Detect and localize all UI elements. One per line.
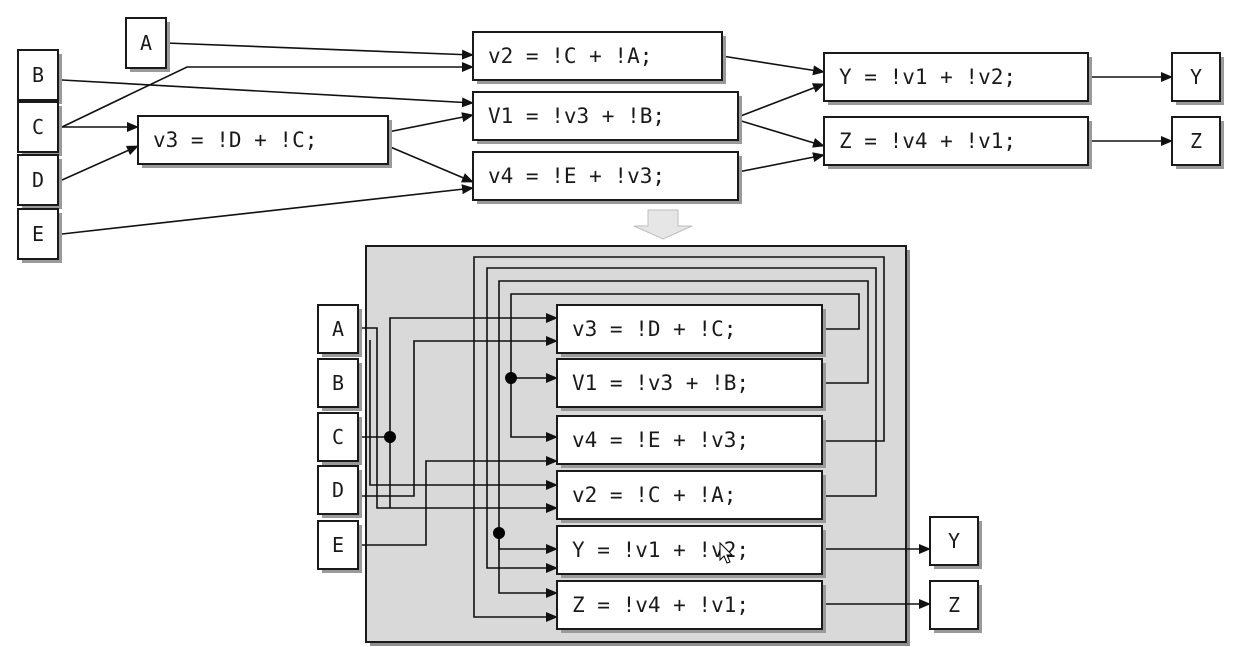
- bottom-output-z-label: Z: [948, 593, 960, 617]
- wire-e-v4: [61, 184, 474, 235]
- wire-v3-v1: [387, 112, 474, 133]
- top-z-label: Z = !v4 + !v1;: [839, 129, 1016, 153]
- bottom-v1-label: V1 = !v3 + !B;: [572, 371, 749, 395]
- top-input-d-label: D: [32, 168, 44, 192]
- top-v3-label: v3 = !D + !C;: [153, 128, 317, 152]
- top-node-v2: v2 = !C + !A;: [472, 31, 726, 84]
- wire-v4-z: [737, 152, 825, 173]
- top-node-z: Z = !v4 + !v1;: [823, 116, 1092, 169]
- bottom-v4-label: v4 = !E + !v3;: [572, 428, 749, 452]
- loop-v4-out: [473, 256, 885, 622]
- bottom-node-y: Y = !v1 + !v2;: [556, 525, 826, 578]
- top-node-v1: V1 = !v3 + !B;: [472, 91, 742, 144]
- wire-v2-y: [721, 55, 825, 76]
- bottom-input-a-label: A: [332, 317, 344, 341]
- top-v4-label: v4 = !E + !v3;: [488, 164, 665, 188]
- bottom-node-v4: v4 = !E + !v3;: [556, 415, 826, 468]
- bottom-wires: [358, 256, 931, 622]
- junction-dot: [493, 527, 505, 539]
- bottom-v3-label: v3 = !D + !C;: [572, 317, 736, 341]
- bottom-node-input-a: A: [317, 304, 362, 357]
- bottom-input-b-label: B: [332, 371, 344, 395]
- top-node-input-c: C: [17, 101, 62, 156]
- bottom-node-input-d: D: [317, 465, 362, 518]
- wire-c-v3: [358, 313, 558, 438]
- wire-d-v3: [358, 336, 558, 497]
- top-output-y-label: Y: [1190, 65, 1202, 89]
- top-node-v3: v3 = !D + !C;: [137, 115, 392, 168]
- wire-b-v1: [369, 340, 558, 490]
- loop-v2-out: [486, 267, 877, 573]
- bottom-node-v1: V1 = !v3 + !B;: [556, 358, 826, 411]
- bottom-node-v3: v3 = !D + !C;: [556, 304, 826, 357]
- bottom-input-d-label: D: [332, 478, 344, 502]
- top-node-v4: v4 = !E + !v3;: [472, 151, 742, 204]
- bottom-input-e-label: E: [332, 533, 344, 557]
- wire-v1-y: [737, 83, 825, 118]
- wire-e-v4: [358, 456, 558, 546]
- top-y-label: Y = !v1 + !v2;: [839, 65, 1016, 89]
- top-node-y: Y = !v1 + !v2;: [823, 52, 1092, 105]
- wire-b-v1: [61, 79, 474, 108]
- bottom-v2-label: v2 = !C + !A;: [572, 483, 736, 507]
- wire-v3-v4: [387, 145, 474, 183]
- top-v2-label: v2 = !C + !A;: [488, 44, 652, 68]
- loop-v1-to-z: [498, 533, 558, 598]
- top-node-output-y: Y: [1171, 52, 1224, 105]
- top-node-input-e: E: [17, 208, 62, 263]
- mouse-cursor-icon: [719, 541, 734, 564]
- wire-d-v3: [61, 145, 139, 181]
- top-v1-label: V1 = !v3 + !B;: [488, 104, 665, 128]
- bottom-node-output-y: Y: [929, 516, 982, 569]
- loop-v1-out-y: [498, 280, 869, 554]
- wire-c-v2: [61, 62, 474, 128]
- bottom-node-z: Z = !v4 + !v1;: [556, 580, 826, 633]
- top-node-input-a: A: [125, 17, 170, 72]
- wire-a-v2: [358, 327, 558, 513]
- bottom-node-v2: v2 = !C + !A;: [556, 470, 826, 523]
- top-node-input-b: B: [17, 49, 62, 104]
- bottom-output-y-label: Y: [948, 529, 960, 553]
- bottom-node-input-c: C: [317, 412, 362, 465]
- wire-a-v2: [165, 42, 474, 60]
- top-output-z-label: Z: [1190, 129, 1202, 153]
- bottom-input-c-label: C: [332, 425, 344, 449]
- top-input-c-label: C: [32, 115, 44, 139]
- top-input-b-label: B: [32, 63, 44, 87]
- top-wires: [61, 42, 1173, 235]
- bottom-node-input-b: B: [317, 358, 362, 411]
- bottom-node-output-z: Z: [929, 580, 982, 633]
- down-arrow-icon: [633, 209, 693, 240]
- top-node-output-z: Z: [1171, 116, 1224, 169]
- bottom-node-input-e: E: [317, 520, 362, 573]
- top-input-a-label: A: [140, 31, 152, 55]
- bottom-z-label: Z = !v4 + !v1;: [572, 593, 749, 617]
- junction-dot: [505, 372, 517, 384]
- wire-v1-z: [737, 119, 825, 148]
- top-node-input-d: D: [17, 154, 62, 209]
- top-input-e-label: E: [32, 222, 44, 246]
- loop-v3-out: [510, 293, 860, 442]
- junction-dot: [384, 431, 396, 443]
